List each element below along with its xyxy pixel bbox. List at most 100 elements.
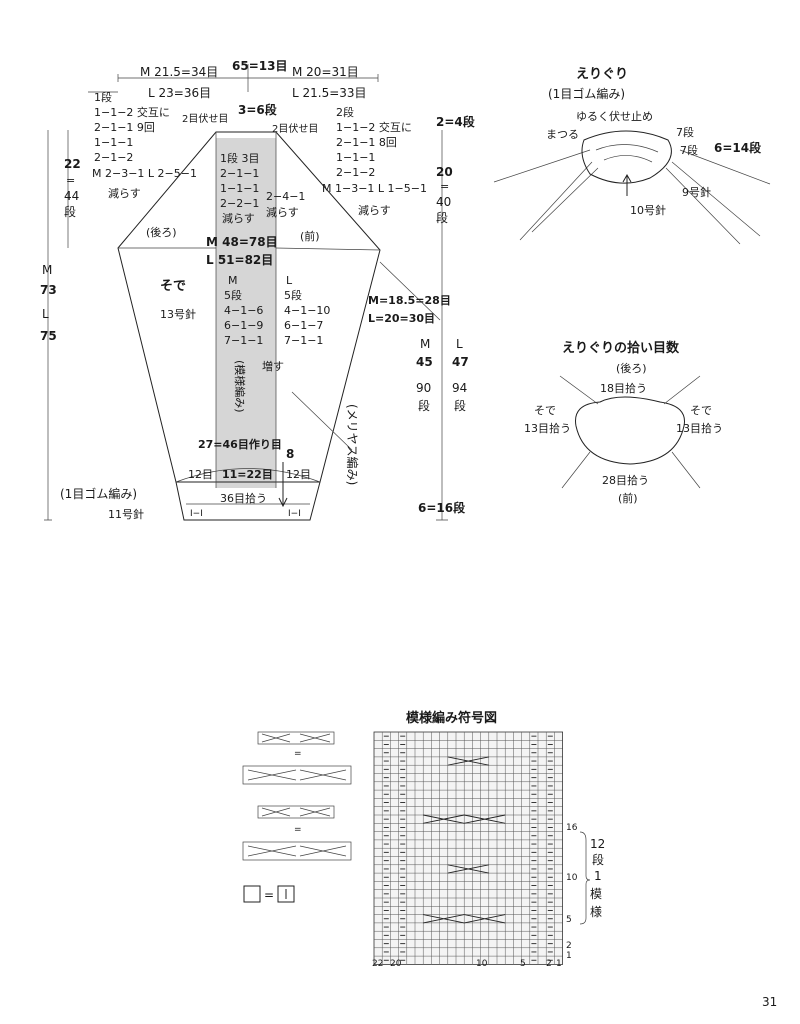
center-dec-2: 2−1−1 (220, 167, 259, 180)
knit-symbol-equals: = (264, 888, 274, 902)
right-m-dec: M 1−3−1 L 1−5−1 (322, 182, 427, 195)
cuff-12-right: 12目 (286, 468, 311, 481)
collar-rows-7b: 7段 (680, 143, 698, 157)
right-dim-top: 2=4段 (436, 114, 476, 129)
pattern-vertical-label: (模様編み) (233, 360, 247, 413)
chart-row-1: 1 (566, 951, 572, 961)
down-arrow (278, 462, 288, 508)
rib-label: (1目ゴム編み) (60, 486, 137, 501)
chart-col-2: 2 (546, 959, 552, 969)
cuff-middle: 11=22目 (222, 468, 273, 481)
cuff-outline (175, 481, 321, 521)
inc-l-4: 7−1−1 (284, 334, 323, 347)
left-dim-75: 75 (40, 329, 57, 343)
pickup-title: えりぐりの拾い目数 (562, 340, 680, 356)
pickup-front-count: 28目拾う (602, 473, 649, 487)
bind-off-right: 2目伏せ目 (272, 122, 318, 135)
stitch-chart-grid (373, 731, 564, 965)
right-dimension-lines (436, 130, 448, 521)
right-dec-5: 2−1−2 (336, 166, 375, 179)
stock-pointer-line (291, 391, 353, 451)
repeat-1: 1 (594, 869, 602, 883)
inc-l-3: 6−1−7 (284, 319, 323, 332)
neckline-shape (575, 396, 685, 465)
right-dim-45: 45 (416, 355, 433, 369)
collar-sew: まつる (546, 128, 579, 141)
inc-m-2: 4−1−6 (224, 304, 263, 317)
right-dim-bottom: 6=16段 (418, 500, 466, 515)
top-m-left: M 21.5=34目 (140, 65, 218, 79)
knit-symbol-bar (277, 885, 295, 903)
back-front-line (118, 247, 381, 251)
cable-symbol-small-2 (257, 805, 335, 819)
needle-13: 13号針 (160, 307, 196, 321)
collar-bind-off: ゆるく伏せ止め (576, 109, 653, 123)
cable-cross-mark (447, 756, 489, 766)
cable-cross-mark (423, 914, 465, 924)
left-m-dec: M 2−3−1 L 2−5−1 (92, 167, 197, 180)
repeat-brace (579, 831, 591, 925)
back-label: (後ろ) (146, 225, 177, 239)
right-dec-4: 1−1−1 (336, 151, 375, 164)
cable-cross-large-1 (247, 769, 347, 781)
pickup-diagram: えりぐりの拾い目数 (後ろ) 18目拾う そで 13目拾う そで 13目拾う 2… (524, 340, 723, 505)
collar-needle-10: 10号針 (630, 203, 666, 217)
chart-row-16: 16 (566, 823, 578, 833)
center-dec-3: 1−1−1 (220, 182, 259, 195)
chart-col-20: 20 (390, 959, 402, 969)
left-dim-dan: 段 (64, 204, 76, 219)
pickup-back-count: 18目拾う (600, 381, 647, 395)
knit-symbol-blank (243, 885, 261, 903)
center-dec-4: 2−2−1 (220, 197, 259, 210)
pickup-back-label: (後ろ) (616, 361, 647, 375)
right-dim-20: 20 (436, 165, 453, 179)
inc-l-1: 5段 (284, 288, 302, 302)
collar-title: えりぐり (576, 67, 628, 82)
rib-mark-left: I−I (190, 509, 203, 519)
right-dim-dan: 段 (436, 210, 448, 225)
top-l-left: L 23=36目 (148, 86, 211, 100)
cable-cross-mark (464, 914, 506, 924)
chart-row-2: 2 (566, 941, 572, 951)
inc-m-4: 7−1−1 (224, 334, 263, 347)
legend-equals-2: = (294, 825, 302, 835)
chart-row-10: 10 (566, 873, 578, 883)
cast-on-label: 27=46目作り目 (198, 437, 282, 451)
cable-cross-mark (423, 814, 465, 824)
repeat-you: 様 (590, 905, 602, 919)
cuff-12-left: 12目 (188, 468, 213, 481)
chart-row-5: 5 (566, 915, 572, 925)
mid-width-m: M 48=78目 (206, 235, 278, 249)
stockinette-vertical-label: (メリヤス編み) (345, 404, 360, 485)
pattern-panel (216, 138, 276, 488)
left-dim-l: L (42, 307, 49, 321)
left-dec-2: 1−1−2 交互に (94, 105, 170, 119)
inc-m-1: 5段 (224, 288, 242, 302)
symbol-legend: = = = (242, 731, 352, 903)
right-dim-dan3: 段 (454, 398, 466, 413)
cuff-arc (175, 468, 321, 483)
cable-cross-large-2 (247, 845, 347, 857)
cable-symbol-large-2 (242, 841, 352, 861)
sleeve-title: そで (160, 279, 186, 294)
left-dec-note: 減らす (108, 186, 141, 200)
cable-cross-mark (464, 814, 506, 824)
collar-diagram: えりぐり (1目ゴム編み) ゆるく伏せ止め まつる 7段 7段 6=14段 9号… (493, 67, 771, 245)
collar-up-arrow (622, 173, 632, 196)
collar-band (581, 130, 672, 184)
left-dec-5: 2−1−2 (94, 151, 133, 164)
right-dim-40: 40 (436, 195, 451, 209)
chart-title: 模様編み符号図 (406, 710, 497, 726)
left-dim-eq: = (66, 174, 75, 187)
left-dec-4: 1−1−1 (94, 136, 133, 149)
left-dim-73: 73 (40, 283, 57, 297)
legend-equals-1: = (294, 749, 302, 759)
left-dec-1: 1段 (94, 90, 112, 104)
inc-l-header: L (286, 274, 293, 287)
left-dim-22: 22 (64, 157, 81, 171)
pickup-right-sleeve: そで (690, 404, 712, 417)
right-width-m: M=18.5=28目 (368, 294, 451, 307)
top-m-right: M 20=31目 (292, 65, 359, 79)
chart-col-5: 5 (520, 959, 526, 969)
